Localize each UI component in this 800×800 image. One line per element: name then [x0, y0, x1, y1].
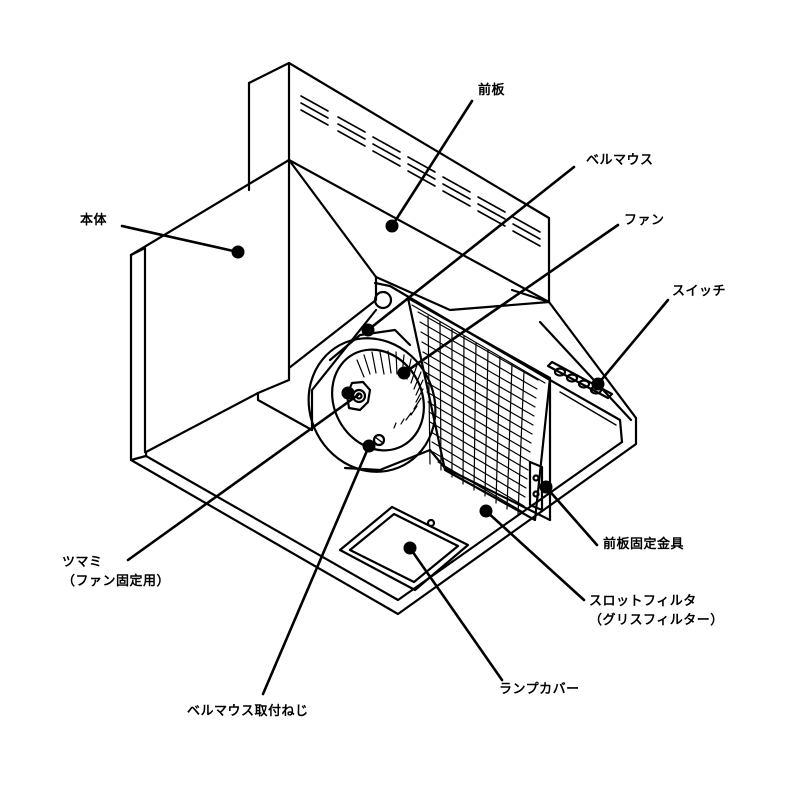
label-slot-filter: スロットフィルタ （グリスフィルター） [589, 592, 724, 630]
leader-bellmouth-neji [261, 444, 371, 696]
bellmouth-housing [307, 290, 447, 473]
label-bellmouth-neji: ベルマウス取付ねじ [187, 704, 309, 719]
dot-tsumami [341, 386, 355, 400]
leader-slot-filter [484, 509, 586, 602]
label-switch: スイッチ [672, 284, 727, 299]
leader-tsumami [126, 393, 360, 562]
label-maeita-kotei: 前板固定金具 [603, 537, 685, 552]
label-tsumami-line2: （ファン固定用） [62, 574, 171, 589]
slot-filter-slots [417, 311, 539, 516]
slot-filter [406, 296, 552, 522]
dot-maeita-kotei [539, 480, 553, 494]
dot-fan [397, 366, 411, 380]
leader-bellmouth [366, 165, 576, 332]
dot-bellmouth-neji [362, 439, 376, 453]
label-tsumami: ツマミ （ファン固定用） [62, 553, 170, 591]
label-slot-filter-line2: （グリスフィルター） [589, 613, 724, 628]
front-panel-bracket [528, 460, 544, 512]
bellmouth-screw [372, 433, 386, 447]
leader-fan [402, 223, 620, 375]
label-maeita: 前板 [478, 83, 506, 98]
dot-switch [591, 377, 605, 391]
panel-vent-slots [300, 95, 541, 247]
leader-maeita-kotei [544, 485, 599, 547]
leader-lamp-cover [408, 546, 504, 682]
dot-hontai [231, 245, 245, 259]
dot-maeita [385, 219, 399, 233]
front-panel [247, 61, 551, 370]
leader-switch [596, 298, 670, 386]
label-fan: ファン [624, 213, 665, 228]
leader-maeita [390, 99, 474, 228]
dot-bellmouth [361, 323, 375, 337]
dot-slot-filter [479, 504, 493, 518]
leader-hontai [120, 224, 240, 254]
lamp-cover [338, 505, 470, 592]
label-bellmouth: ベルマウス [586, 153, 654, 168]
dot-lamp-cover [403, 541, 417, 555]
label-lamp-cover: ランプカバー [499, 682, 580, 697]
fan-blades [356, 350, 424, 429]
label-tsumami-line1: ツマミ [62, 555, 103, 570]
label-slot-filter-line1: スロットフィルタ [589, 594, 697, 609]
label-hontai: 本体 [80, 213, 108, 228]
